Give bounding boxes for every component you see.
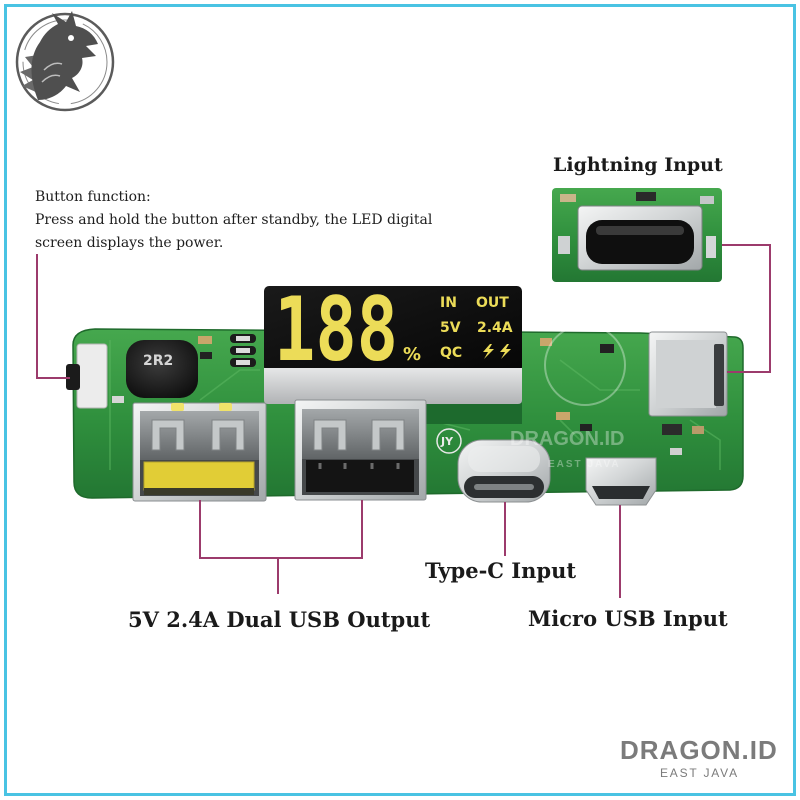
closeup-component [636,192,656,201]
lightning-port-closeup [552,188,722,282]
usb-tongue-black [306,460,414,492]
lightning-bolt-icon [500,344,511,359]
brand-name: DRAGON.ID [620,735,778,765]
usb-type-c-port [457,439,551,503]
usb-contacts [144,488,254,495]
smd-capacitor [540,338,552,346]
lightning-slot [714,344,724,406]
smd-resistor [112,396,124,403]
percent-sign: % [403,344,421,365]
smd-resistor [200,352,212,359]
resistor-band [236,360,250,365]
type-c-highlight [468,446,540,472]
lightning-port-on-board [648,331,728,417]
display-bezel [264,368,522,404]
image-frame [4,4,796,796]
usb-spring-tab [313,419,347,451]
lightning-input-label: Lightning Input [553,154,723,176]
resistor-band [236,348,250,353]
watermark-brand: DRAGON.ID [510,428,624,450]
usb-a-port-right [294,399,427,501]
note-title: Button function: [35,189,151,205]
closeup-component [560,194,576,202]
display-current: 2.4A [477,320,513,336]
button-function-note: Button function: Press and hold the butt… [35,186,432,255]
watermark: DRAGON.ID EAST JAVA [510,324,626,470]
board-logo-mark: JY [440,435,454,448]
smd-resistor [670,448,682,455]
button-knob [66,364,80,390]
display-out-label: OUT [476,295,509,311]
display-qc-label: QC [440,345,462,361]
pcb-board: 2R2 188 % IN OUT 5V 2.4A QC [66,278,744,506]
smd-capacitor [198,336,212,344]
resistor-array [230,334,256,367]
resistor-band [236,336,250,341]
watermark-logo-icon [544,324,626,406]
status-led [219,403,232,411]
led-display: 188 % IN OUT 5V 2.4A QC [264,278,522,404]
smd-chip [662,424,682,435]
usb-output-label: 5V 2.4A Dual USB Output [128,607,431,632]
board-logo-circle [436,428,462,454]
usb-spring-tab [371,419,405,451]
micro-usb-input-label: Micro USB Input [528,606,728,631]
logo-dragon-scales [41,62,63,83]
smd-capacitor [692,426,704,434]
closeup-component [706,236,716,258]
logo-dragon-eye [68,35,74,41]
lightning-callout-line [722,244,771,373]
inductor-marking: 2R2 [143,353,173,369]
usb-spring-tab [211,419,245,451]
display-face [264,286,522,372]
closeup-component [558,236,570,254]
usb-a-port-left [132,402,267,502]
callout-lines [36,244,771,598]
usb-spring-tab [151,419,185,451]
status-led [171,403,184,411]
button-callout-line [36,254,70,379]
note-line: Press and hold the button after standby,… [35,212,433,228]
type-c-input-label: Type-C Input [425,558,577,583]
smd-capacitor [556,412,570,420]
closeup-component [700,196,714,204]
usb-output-callout-line [199,500,363,559]
usb-contact-lines [318,463,400,469]
logo-inner-ring [22,19,108,105]
power-button [66,343,108,409]
logo-ring [15,12,115,112]
inductor [126,340,198,398]
lightning-face [656,340,716,408]
note-line: screen displays the power. [35,235,224,251]
brand-region: EAST JAVA [660,766,739,780]
display-in-label: IN [440,295,457,311]
type-c-tongue [474,484,534,490]
closeup-port-tongue [596,226,684,235]
battery-percent-digits: 188 [274,278,398,381]
micro-usb-port [585,457,657,506]
smd-chip [600,344,614,353]
smd-resistor [580,424,592,431]
watermark-region: EAST JAVA [548,459,621,470]
lightning-bolt-icon [483,344,494,359]
micro-usb-opening [592,486,650,499]
dragon-logo-icon [15,11,115,112]
display-voltage: 5V [440,320,461,336]
